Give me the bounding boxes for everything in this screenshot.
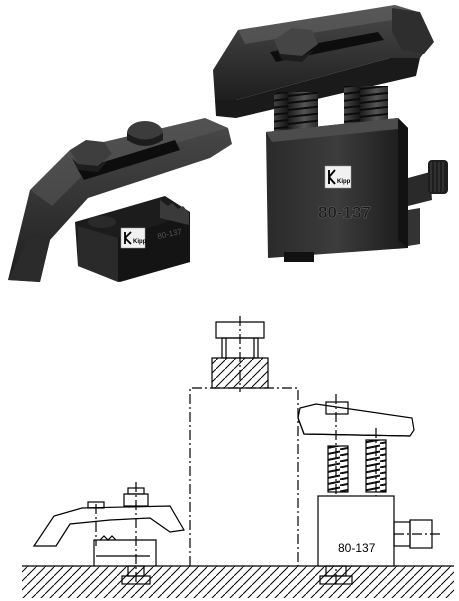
left-clamp-drawing (32, 482, 185, 585)
table-surface (22, 565, 454, 598)
right-clamp-drawing (297, 394, 440, 585)
left-clamp-logo-text: Kipp (133, 239, 147, 245)
right-clamp-logo-text: Kipp (337, 179, 351, 185)
left-clamp-logo (120, 227, 146, 249)
right-clamp-marking: 80-137 (318, 203, 371, 222)
right-clamp-logo (324, 165, 352, 189)
left-clamp-photo: Kipp 80-137 (8, 118, 232, 282)
pressure-block (211, 316, 269, 392)
right-clamp-body-label: 80-137 (338, 541, 376, 555)
workpiece-outline (189, 387, 299, 566)
technical-drawing: 80-137 (22, 316, 454, 598)
right-clamp-photo: Kipp 80-137 (213, 5, 448, 262)
